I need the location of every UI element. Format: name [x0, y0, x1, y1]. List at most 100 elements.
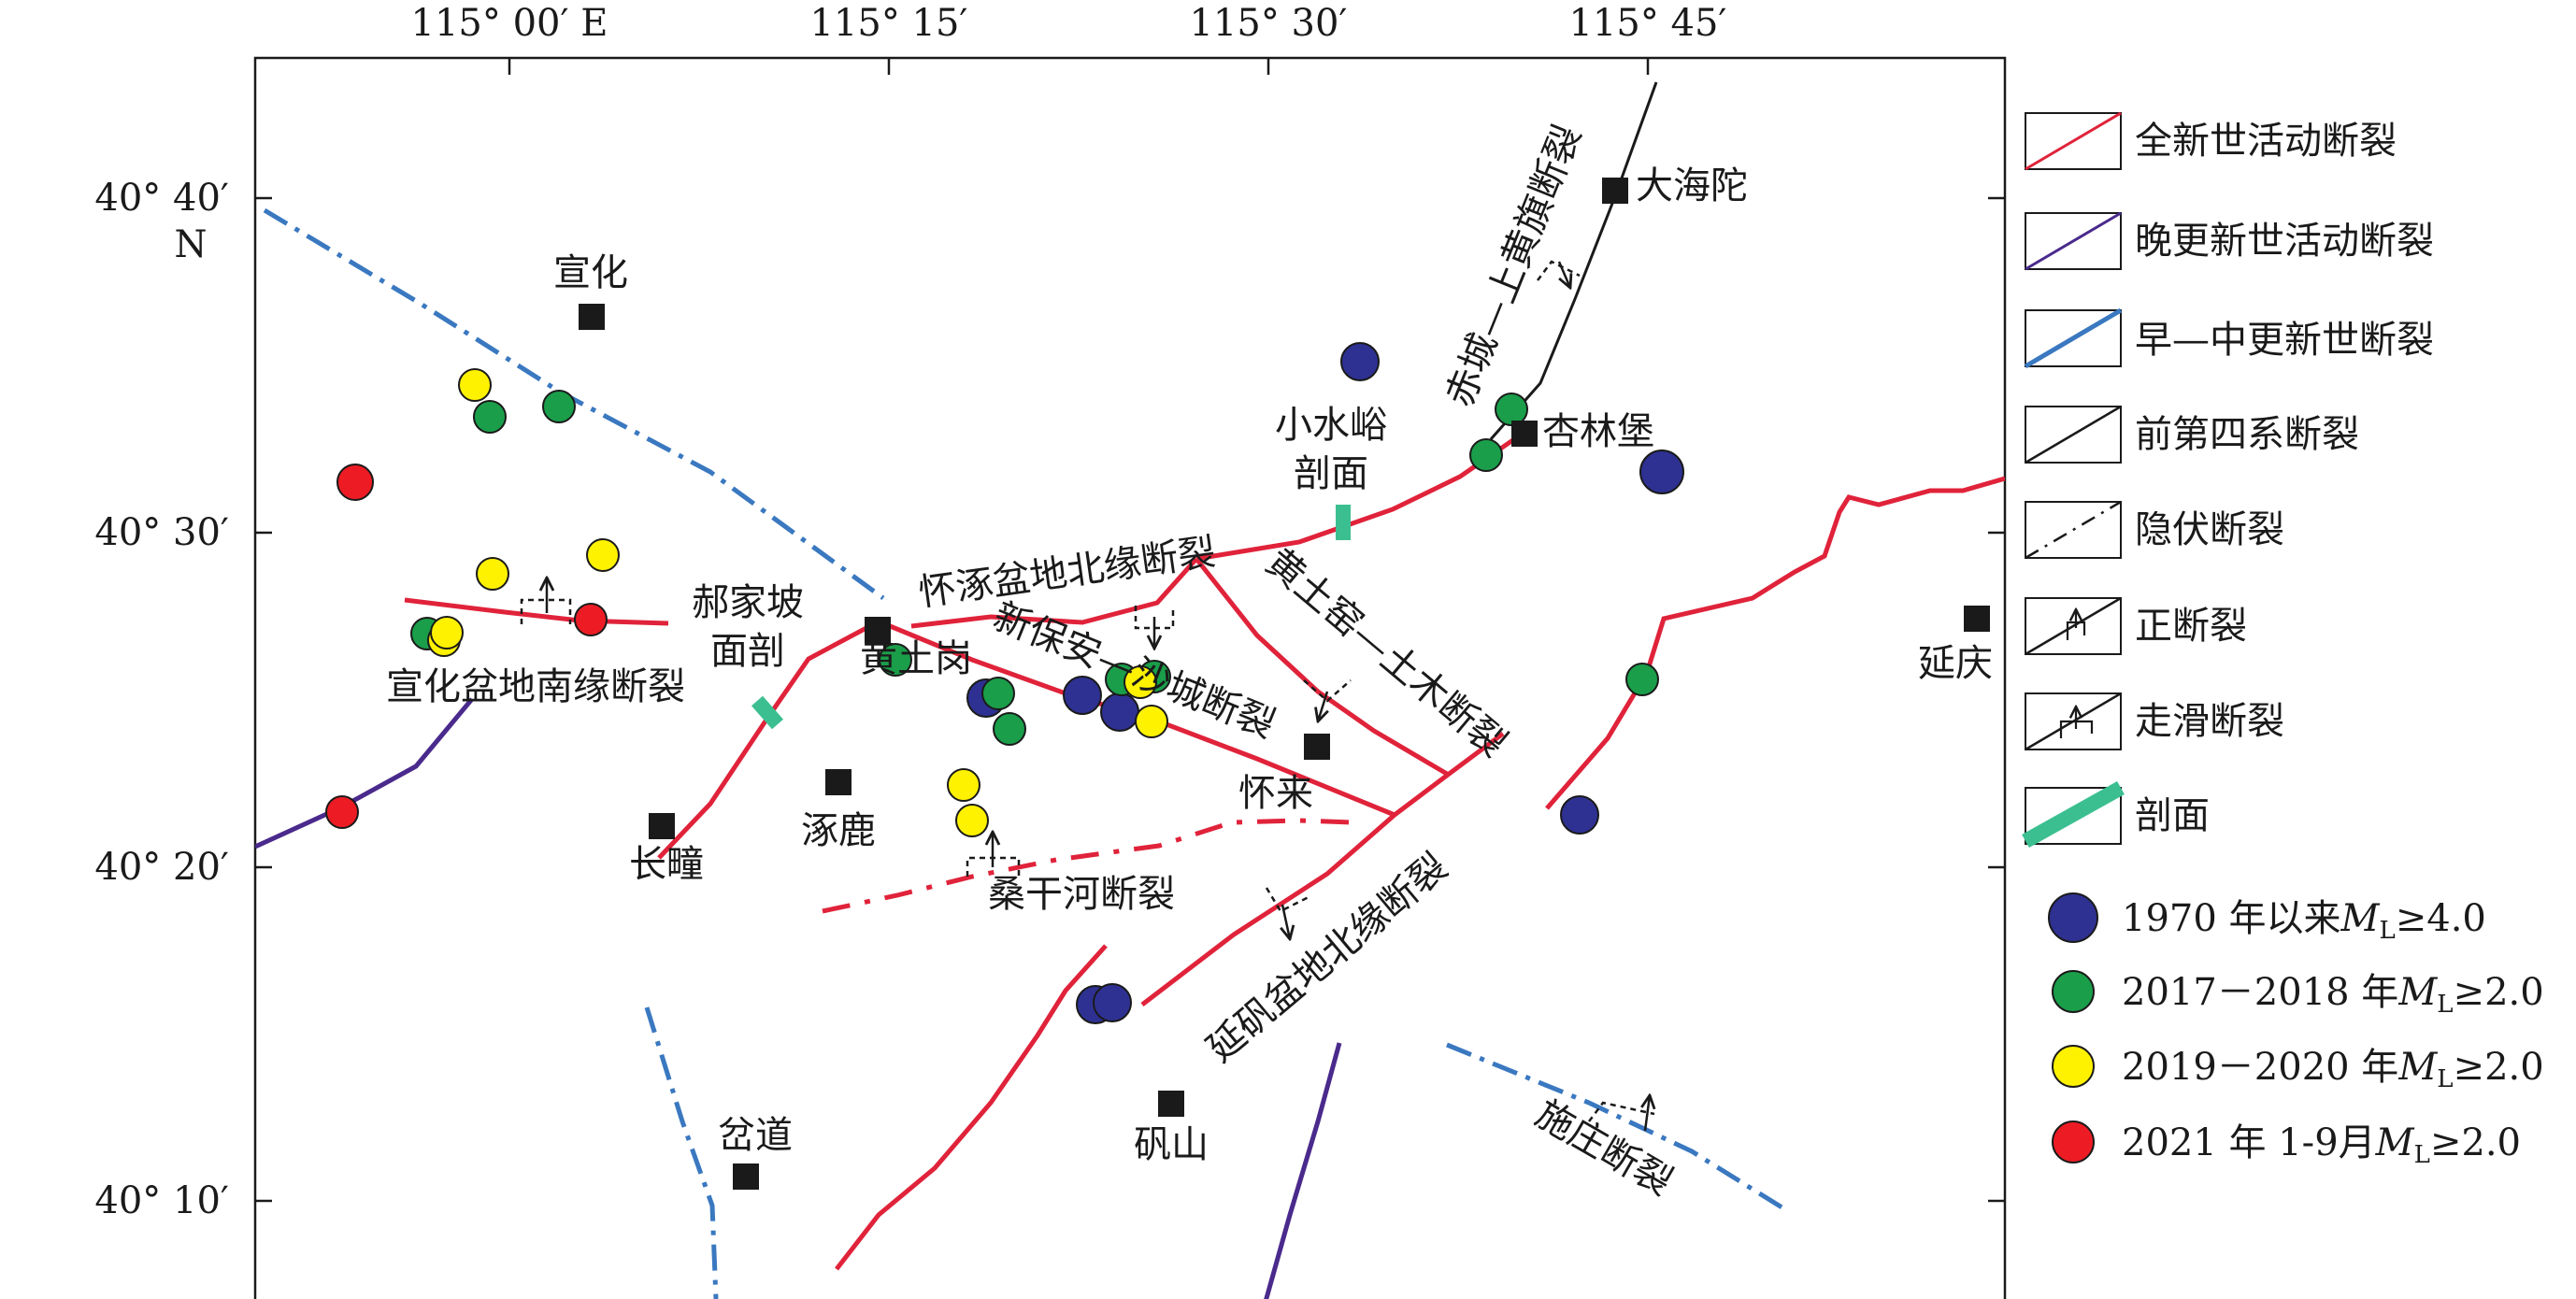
- legend-l-eq-1970: L: [2379, 917, 2395, 945]
- lon-label-115-15: 115° 15′: [809, 2, 967, 45]
- legend-marker-eq-2017: [2052, 970, 2095, 1013]
- eq-1970: [1093, 983, 1132, 1022]
- legend-item-eq-2017: 2017－2018 年ML≥2.0: [2052, 970, 2544, 1019]
- profile-label-haojiapo-1: 郝家坡: [692, 581, 804, 624]
- town-marker-pendao: [733, 1163, 759, 1190]
- legend-marker-eq-2019: [2052, 1045, 2095, 1088]
- eq-2021: [336, 464, 374, 501]
- eq-2019: [947, 768, 980, 802]
- fault-label-chicheng-shanghuangqi: 赤城—上黄旗断裂: [1438, 120, 1591, 413]
- fault-early-mid-pendao: [644, 1006, 719, 1299]
- lon-label-115-30: 115° 30′: [1189, 2, 1347, 45]
- fault-label-xuanhua-south: 宣化盆地南缘断裂: [386, 665, 685, 708]
- place-huangtugang: 黄土岗: [860, 637, 972, 680]
- fault-label-huaizhuo-north: 怀涿盆地北缘断裂: [916, 531, 1218, 615]
- fault-huaizhuo-north: [910, 557, 1198, 629]
- place-changzhen: 长疃: [629, 843, 704, 886]
- eq-2019: [458, 368, 492, 402]
- town-marker-changzhen: [649, 813, 675, 839]
- legend-item-eq-2021: 2021 年 1-9月ML≥2.0: [2052, 1121, 2521, 1169]
- legend-marker-eq-1970: [2048, 892, 2098, 943]
- legend-item-normal: 正断裂: [2025, 596, 2247, 656]
- legend-m-eq-1970: M: [2340, 897, 2381, 940]
- eq-2017: [879, 643, 912, 677]
- eq-2019: [955, 804, 989, 837]
- lat-label-40-30: 40° 30′: [94, 511, 229, 554]
- map-frame: [253, 56, 2007, 1299]
- fault-yanfan-sw: [835, 944, 1108, 1271]
- lat-label-40-20: 40° 20′: [94, 846, 229, 889]
- legend: 全新世活动断裂 晚更新世活动断裂 早—中更新世断裂 前第四系断裂 隐伏断裂: [2022, 111, 2544, 1169]
- legend-label-buried: 隐伏断裂: [2135, 508, 2284, 551]
- legend-l-eq-2021: L: [2414, 1141, 2430, 1169]
- eq-2019-group: [427, 368, 1168, 837]
- fault-symbol-huaizhuo: [1134, 606, 1175, 649]
- legend-prefix-eq-1970: 1970 年以来: [2122, 897, 2341, 940]
- lat-label-40-10: 40° 10′: [94, 1179, 229, 1222]
- eq-2017: [542, 390, 576, 423]
- legend-label-pre-quaternary: 前第四系断裂: [2135, 413, 2359, 456]
- eq-2017: [1469, 438, 1503, 472]
- fault-symbol-huangtuyao: [1303, 679, 1352, 721]
- legend-label-normal: 正断裂: [2135, 605, 2247, 648]
- legend-marker-eq-2021: [2052, 1121, 2095, 1163]
- town-markers: [579, 178, 1990, 1190]
- town-marker-zhuolu: [825, 769, 852, 795]
- fault-yanfan-north: [1140, 731, 1505, 1006]
- legend-label-late-pleistocene: 晚更新世活动断裂: [2135, 220, 2434, 263]
- svg-text:2019－2020 年ML≥2.0: 2019－2020 年ML≥2.0: [2122, 1046, 2544, 1093]
- lat-label-north: N: [175, 223, 208, 266]
- right-ticks: [1988, 196, 2005, 1203]
- legend-item-eq-2019: 2019－2020 年ML≥2.0: [2052, 1045, 2544, 1093]
- lon-label-115-45: 115° 45′: [1568, 2, 1726, 45]
- legend-prefix-eq-2019: 2019－2020 年: [2122, 1046, 2398, 1089]
- legend-m-eq-2021: M: [2375, 1121, 2415, 1164]
- fault-late-pleistocene-south: [1264, 1042, 1342, 1299]
- legend-prefix-eq-2017: 2017－2018 年: [2122, 971, 2398, 1014]
- town-marker-dahaituo: [1602, 178, 1628, 204]
- fault-symbol-chicheng: [1537, 260, 1581, 288]
- legend-l-eq-2019: L: [2437, 1065, 2453, 1093]
- legend-cond-eq-2019: ≥2.0: [2454, 1046, 2544, 1089]
- eq-2019: [586, 538, 620, 572]
- town-marker-xuanhua: [579, 304, 605, 330]
- fault-late-pleistocene-west: [255, 697, 474, 849]
- fault-symbol-yanfan: [1265, 887, 1309, 939]
- eq-2021-group: [325, 464, 608, 829]
- top-ticks: [508, 58, 1650, 75]
- fault-symbol-sangganhe: [966, 832, 1021, 877]
- town-marker-huangtugang: [865, 617, 891, 643]
- legend-item-buried: 隐伏断裂: [2025, 500, 2284, 560]
- eq-2017: [981, 677, 1015, 710]
- eq-2021: [325, 795, 359, 829]
- eq-2019: [430, 616, 464, 650]
- town-marker-yanqing: [1964, 606, 1990, 632]
- place-xinglinbao: 杏林堡: [1542, 410, 1654, 453]
- place-dahaituo: 大海陀: [1636, 164, 1748, 207]
- fault-huangtuyao-tumu: [1195, 557, 1449, 777]
- eq-1970: [1063, 676, 1102, 715]
- legend-item-early-mid: 早—中更新世断裂: [2024, 307, 2434, 369]
- eq-1970: [1100, 692, 1139, 732]
- fault-symbol-xuanhua: [520, 578, 572, 624]
- legend-cond-eq-2017: ≥2.0: [2454, 971, 2544, 1014]
- profile-haojiapo: [751, 695, 784, 730]
- profile-label-xiaoshuiyu-2: 剖面: [1294, 452, 1368, 495]
- legend-l-eq-2017: L: [2437, 991, 2453, 1019]
- legend-prefix-eq-2021: 2021 年 1-9月: [2122, 1121, 2376, 1164]
- legend-label-profile: 剖面: [2135, 794, 2210, 837]
- legend-item-strike-slip: 走滑断裂: [2025, 692, 2284, 751]
- legend-label-early-mid: 早—中更新世断裂: [2135, 319, 2434, 362]
- svg-text:2017－2018 年ML≥2.0: 2017－2018 年ML≥2.0: [2122, 971, 2544, 1019]
- legend-label-strike-slip: 走滑断裂: [2135, 700, 2284, 743]
- place-xuanhua: 宣化: [553, 251, 628, 294]
- legend-label-holocene: 全新世活动断裂: [2135, 120, 2397, 163]
- eq-1970: [1340, 342, 1380, 381]
- eq-2019: [476, 557, 509, 591]
- fault-sangganhe: [822, 818, 1354, 914]
- place-pendao: 岔道: [718, 1114, 793, 1157]
- legend-item-profile: 剖面: [2022, 781, 2210, 848]
- eq-2019: [1123, 665, 1157, 699]
- place-yanqing: 延庆: [1918, 642, 1993, 685]
